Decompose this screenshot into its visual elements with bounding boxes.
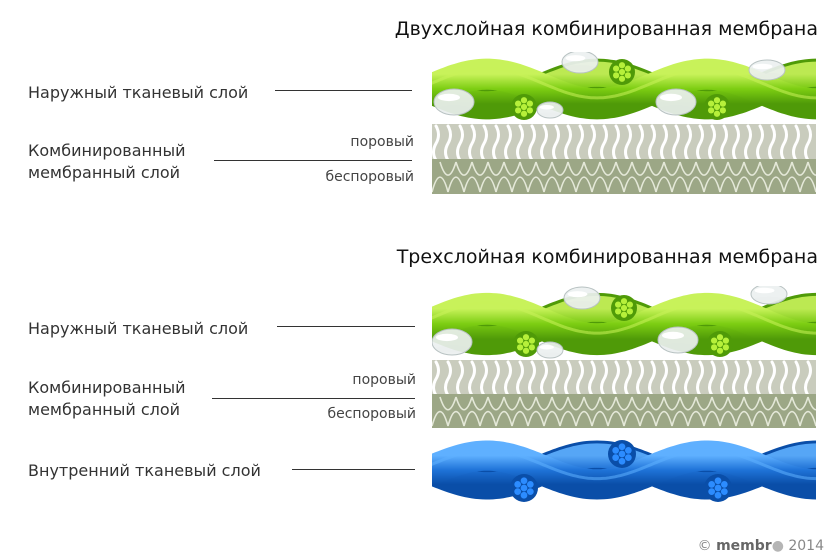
three-layer-title: Трехслойная комбинированная мембрана (396, 246, 818, 268)
membrane-label-line1-1: Комбинированный (28, 141, 186, 160)
nonporous-label-1: беспоровый (325, 169, 414, 185)
copyright-year: 2014 (788, 538, 824, 554)
membrane-layer-1 (432, 124, 816, 194)
outer-fabric-label-1: Наружный тканевый слой (28, 83, 249, 102)
copyright: © membr● 2014 (697, 538, 824, 554)
outer-fabric-leader-2 (277, 326, 415, 327)
green-fabric-layer-1 (432, 52, 816, 120)
inner-fabric-leader-2 (292, 469, 415, 470)
membrane-label-line2-1: мембранный слой (28, 163, 181, 182)
membrane-label-line2-2: мембранный слой (28, 400, 181, 419)
membrane-label-line1-2: Комбинированный (28, 378, 186, 397)
porous-label-1: поровый (350, 134, 414, 150)
brand-name: membr (716, 538, 772, 554)
membrane-leader-2 (212, 398, 415, 399)
membrane-leader-1 (214, 160, 412, 161)
two-layer-title: Двухслойная комбинированная мембрана (394, 18, 818, 40)
blue-fabric-layer-2 (432, 440, 816, 502)
copyright-symbol: © (697, 538, 712, 554)
outer-fabric-label-2: Наружный тканевый слой (28, 319, 249, 338)
membrane-layer-2 (432, 360, 816, 428)
porous-label-2: поровый (352, 372, 416, 388)
outer-fabric-leader-1 (275, 90, 412, 91)
inner-fabric-label-2: Внутренний тканевый слой (28, 461, 261, 480)
nonporous-label-2: беспоровый (327, 406, 416, 422)
green-fabric-layer-2 (432, 286, 816, 359)
